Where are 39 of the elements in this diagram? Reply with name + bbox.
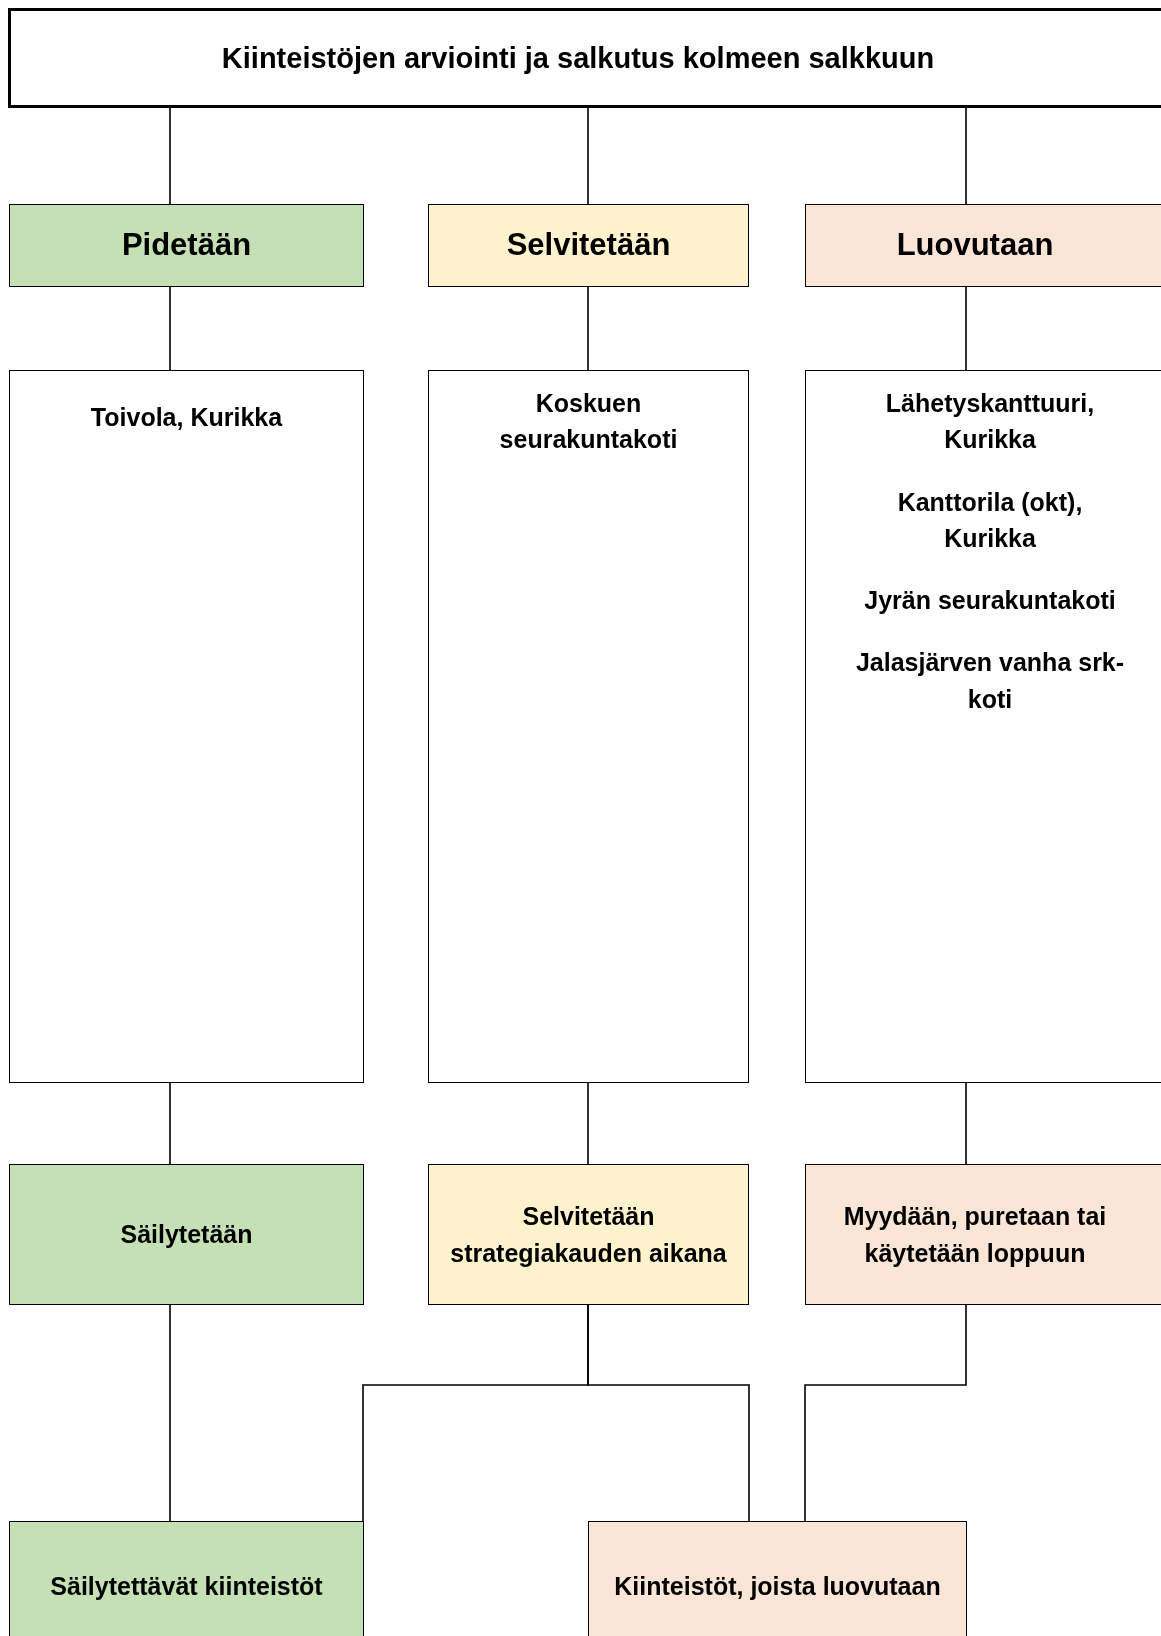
category-box — [9, 1521, 364, 1636]
property-name: Jalasjärven vanha srk-koti — [854, 647, 1126, 715]
category-box — [9, 1164, 364, 1305]
property-list-box — [9, 370, 364, 1083]
node-label: Pidetään — [120, 226, 253, 265]
connector-line — [169, 1304, 171, 1522]
connector-line — [587, 107, 589, 205]
property-name: Lähetyskanttuuri, Kurikka — [884, 388, 1096, 456]
node-label: Myydään, puretaan tai käytetään loppuun — [842, 1201, 1108, 1269]
category-box — [9, 204, 364, 287]
connector-line — [587, 1082, 589, 1165]
category-box — [588, 1521, 967, 1636]
category-box — [428, 1164, 749, 1305]
property-name: Kanttorila (okt), Kurikka — [896, 486, 1084, 554]
node-label: Kiinteistöt, joista luovutaan — [613, 1570, 942, 1602]
connector-line — [804, 1304, 967, 1522]
connector-line — [587, 286, 589, 371]
title-box — [8, 8, 1161, 108]
connector-line — [965, 286, 967, 371]
property-name: Toivola, Kurikka — [89, 402, 284, 433]
category-box — [428, 204, 749, 287]
node-label: Selvitetään strategiakauden aikana — [449, 1201, 728, 1269]
node-label: Kiinteistöjen arviointi ja salkutus kolmeen salkkuun — [220, 40, 936, 76]
connector-line — [965, 1082, 967, 1165]
node-label: Luovutaan — [895, 226, 1055, 265]
connector-line — [965, 107, 967, 205]
connector-line — [169, 1082, 171, 1165]
node-label: Selvitetään — [505, 226, 672, 265]
property-name: Jyrän seurakuntakoti — [863, 585, 1117, 616]
node-label: Säilytettävät kiinteistöt — [49, 1570, 324, 1602]
connector-line — [169, 107, 171, 205]
category-box — [805, 204, 1161, 287]
connector-line — [587, 1304, 750, 1522]
property-list-box — [428, 370, 749, 1083]
node-label: Säilytetään — [119, 1219, 254, 1251]
property-list-box — [805, 370, 1161, 1083]
connector-line — [169, 286, 171, 371]
property-name: Koskuen seurakuntakoti — [498, 388, 679, 456]
category-box — [805, 1164, 1161, 1305]
